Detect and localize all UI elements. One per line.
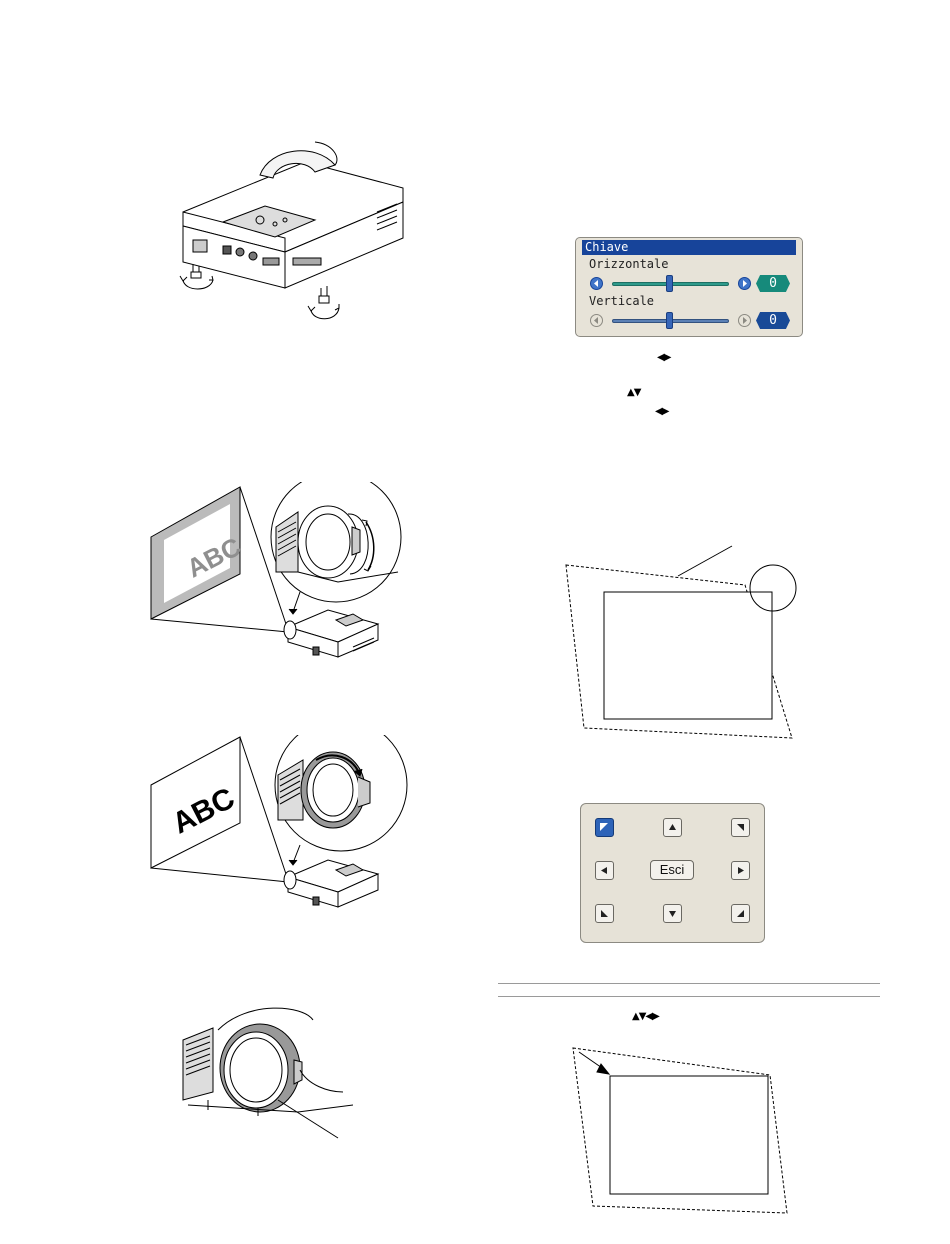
top-right-arrow-icon (735, 822, 746, 833)
corner-selection-panel: Esci (580, 803, 765, 943)
down-arrow-icon (667, 908, 678, 919)
bottom-left-arrow-icon (599, 908, 610, 919)
up-arrow-icon (667, 822, 678, 833)
left-button[interactable] (595, 861, 614, 880)
divider-rule-1 (498, 983, 880, 984)
horizontal-increase-button[interactable] (738, 277, 751, 290)
projector-feet-adjust-icon (165, 140, 415, 330)
keystone-corner-adjust-icon (565, 1040, 795, 1220)
left-right-arrows-2: ◀▶ (655, 407, 668, 417)
horizontal-value: 0 (756, 275, 790, 292)
top-left-arrow-icon (599, 822, 610, 833)
top-left-corner-button[interactable] (595, 818, 614, 837)
horizontal-label: Orizzontale (589, 258, 668, 271)
vertical-slider-thumb[interactable] (666, 312, 673, 329)
focus-ring-icon: ABC (148, 735, 413, 935)
right-arrow-icon (739, 315, 750, 326)
bottom-left-corner-button[interactable] (595, 904, 614, 923)
top-right-corner-button[interactable] (731, 818, 750, 837)
dialog-title: Chiave (582, 240, 796, 255)
vertical-slider-row[interactable]: 0 (590, 312, 794, 330)
right-arrow-icon (735, 865, 746, 876)
right-button[interactable] (731, 861, 750, 880)
vertical-value: 0 (756, 312, 790, 329)
exit-button[interactable]: Esci (650, 860, 694, 880)
bottom-button[interactable] (663, 904, 682, 923)
vertical-label: Verticale (589, 295, 654, 308)
keystone-dialog: Chiave Orizzontale 0 Verticale 0 (575, 237, 803, 337)
horizontal-slider-thumb[interactable] (666, 275, 673, 292)
up-down-arrows: ▲▼ (627, 388, 640, 398)
bottom-right-corner-button[interactable] (731, 904, 750, 923)
bottom-right-arrow-icon (735, 908, 746, 919)
zoom-ring-icon: ABC (148, 482, 413, 682)
left-arrow-icon (599, 865, 610, 876)
divider-rule-2 (498, 996, 880, 997)
left-right-arrows: ◀▶ (657, 353, 670, 363)
left-arrow-icon (591, 315, 602, 326)
lens-icon (178, 1000, 353, 1140)
horizontal-slider-row[interactable]: 0 (590, 275, 794, 293)
left-arrow-icon (591, 278, 602, 289)
right-arrow-icon (739, 278, 750, 289)
vertical-decrease-button[interactable] (590, 314, 603, 327)
top-button[interactable] (663, 818, 682, 837)
horizontal-decrease-button[interactable] (590, 277, 603, 290)
four-direction-arrows: ▲▼◀▶ (632, 1012, 659, 1022)
vertical-increase-button[interactable] (738, 314, 751, 327)
keystone-outline-icon (560, 540, 810, 745)
